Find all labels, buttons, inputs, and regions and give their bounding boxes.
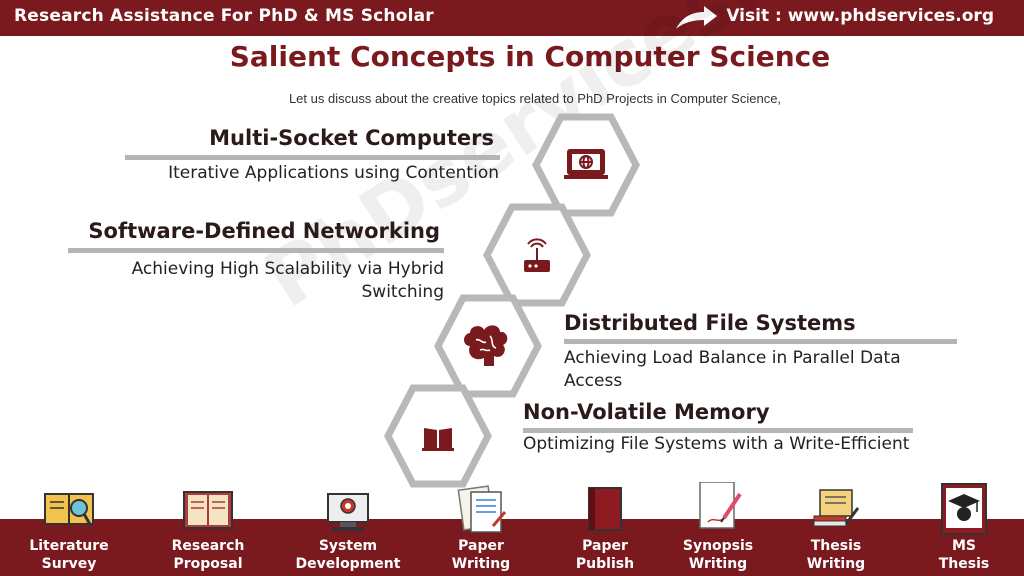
item-divider xyxy=(125,155,500,160)
item-title-nvm: Non-Volatile Memory xyxy=(523,400,770,424)
service-research-proposal[interactable]: Research Proposal xyxy=(148,482,268,572)
item-title-dfs: Distributed File Systems xyxy=(564,311,856,335)
arrow-icon xyxy=(676,6,717,29)
service-label: Development xyxy=(295,556,401,572)
pen-paper-icon xyxy=(699,482,742,529)
service-label: Publish xyxy=(575,556,635,572)
service-label: Writing xyxy=(688,556,748,572)
service-paper-publish[interactable]: Paper Publish xyxy=(545,482,665,572)
service-ms-thesis[interactable]: MS Thesis xyxy=(904,482,1024,572)
item-divider xyxy=(523,428,913,433)
service-label: Proposal xyxy=(173,556,243,572)
services-bar xyxy=(0,519,1024,576)
service-label: Research xyxy=(171,538,245,554)
service-literature-survey[interactable]: Literature Survey xyxy=(9,482,129,572)
service-label: Writing xyxy=(806,556,866,572)
book-icon xyxy=(422,428,454,451)
item-title-multi-socket: Multi-Socket Computers xyxy=(209,126,494,150)
page-title: Salient Concepts in Computer Science xyxy=(229,40,831,73)
router-icon xyxy=(524,238,550,272)
service-label: Paper xyxy=(582,538,628,554)
service-thesis-writing[interactable]: Thesis Writing xyxy=(776,482,896,572)
service-label: Thesis xyxy=(938,556,990,572)
service-label: Literature xyxy=(29,538,109,554)
item-desc-multi-socket: Iterative Applications using Contention xyxy=(168,163,499,183)
page-subtitle: Let us discuss about the creative topics… xyxy=(288,91,782,106)
service-system-development[interactable]: System Development xyxy=(288,482,408,572)
computer-icon xyxy=(327,493,369,531)
service-label: Writing xyxy=(451,556,511,572)
website-link[interactable]: Visit : www.phdservices.org xyxy=(726,6,994,26)
service-label: Survey xyxy=(41,556,97,572)
graduate-icon xyxy=(941,483,987,535)
brand-text: Research Assistance For PhD & MS Scholar xyxy=(14,6,434,26)
top-banner: Research Assistance For PhD & MS Scholar… xyxy=(0,0,1024,36)
service-label: Thesis xyxy=(810,538,862,554)
item-divider xyxy=(564,339,957,344)
paper-writing-icon xyxy=(457,485,507,533)
item-title-sdn: Software-Defined Networking xyxy=(88,219,440,243)
open-book-icon xyxy=(183,491,233,529)
service-paper-writing[interactable]: Paper Writing xyxy=(421,482,541,572)
service-label: MS xyxy=(951,538,976,554)
brain-icon xyxy=(464,325,508,366)
scroll-icon xyxy=(813,489,860,527)
item-desc-sdn: Achieving High Scalability via Hybrid Sw… xyxy=(131,259,444,302)
service-label: Synopsis xyxy=(682,538,754,554)
service-synopsis-writing[interactable]: Synopsis Writing xyxy=(658,482,778,572)
item-desc-dfs: Achieving Load Balance in Parallel Data … xyxy=(564,348,901,391)
notebook-icon xyxy=(588,487,622,531)
service-label: Paper xyxy=(458,538,504,554)
magnifier-book-icon xyxy=(44,493,94,527)
item-divider xyxy=(68,248,444,253)
hexagon-4 xyxy=(384,384,492,488)
service-label: System xyxy=(318,538,378,554)
item-desc-nvm: Optimizing File Systems with a Write-Eff… xyxy=(523,434,910,454)
monitor-globe-icon xyxy=(564,149,608,179)
